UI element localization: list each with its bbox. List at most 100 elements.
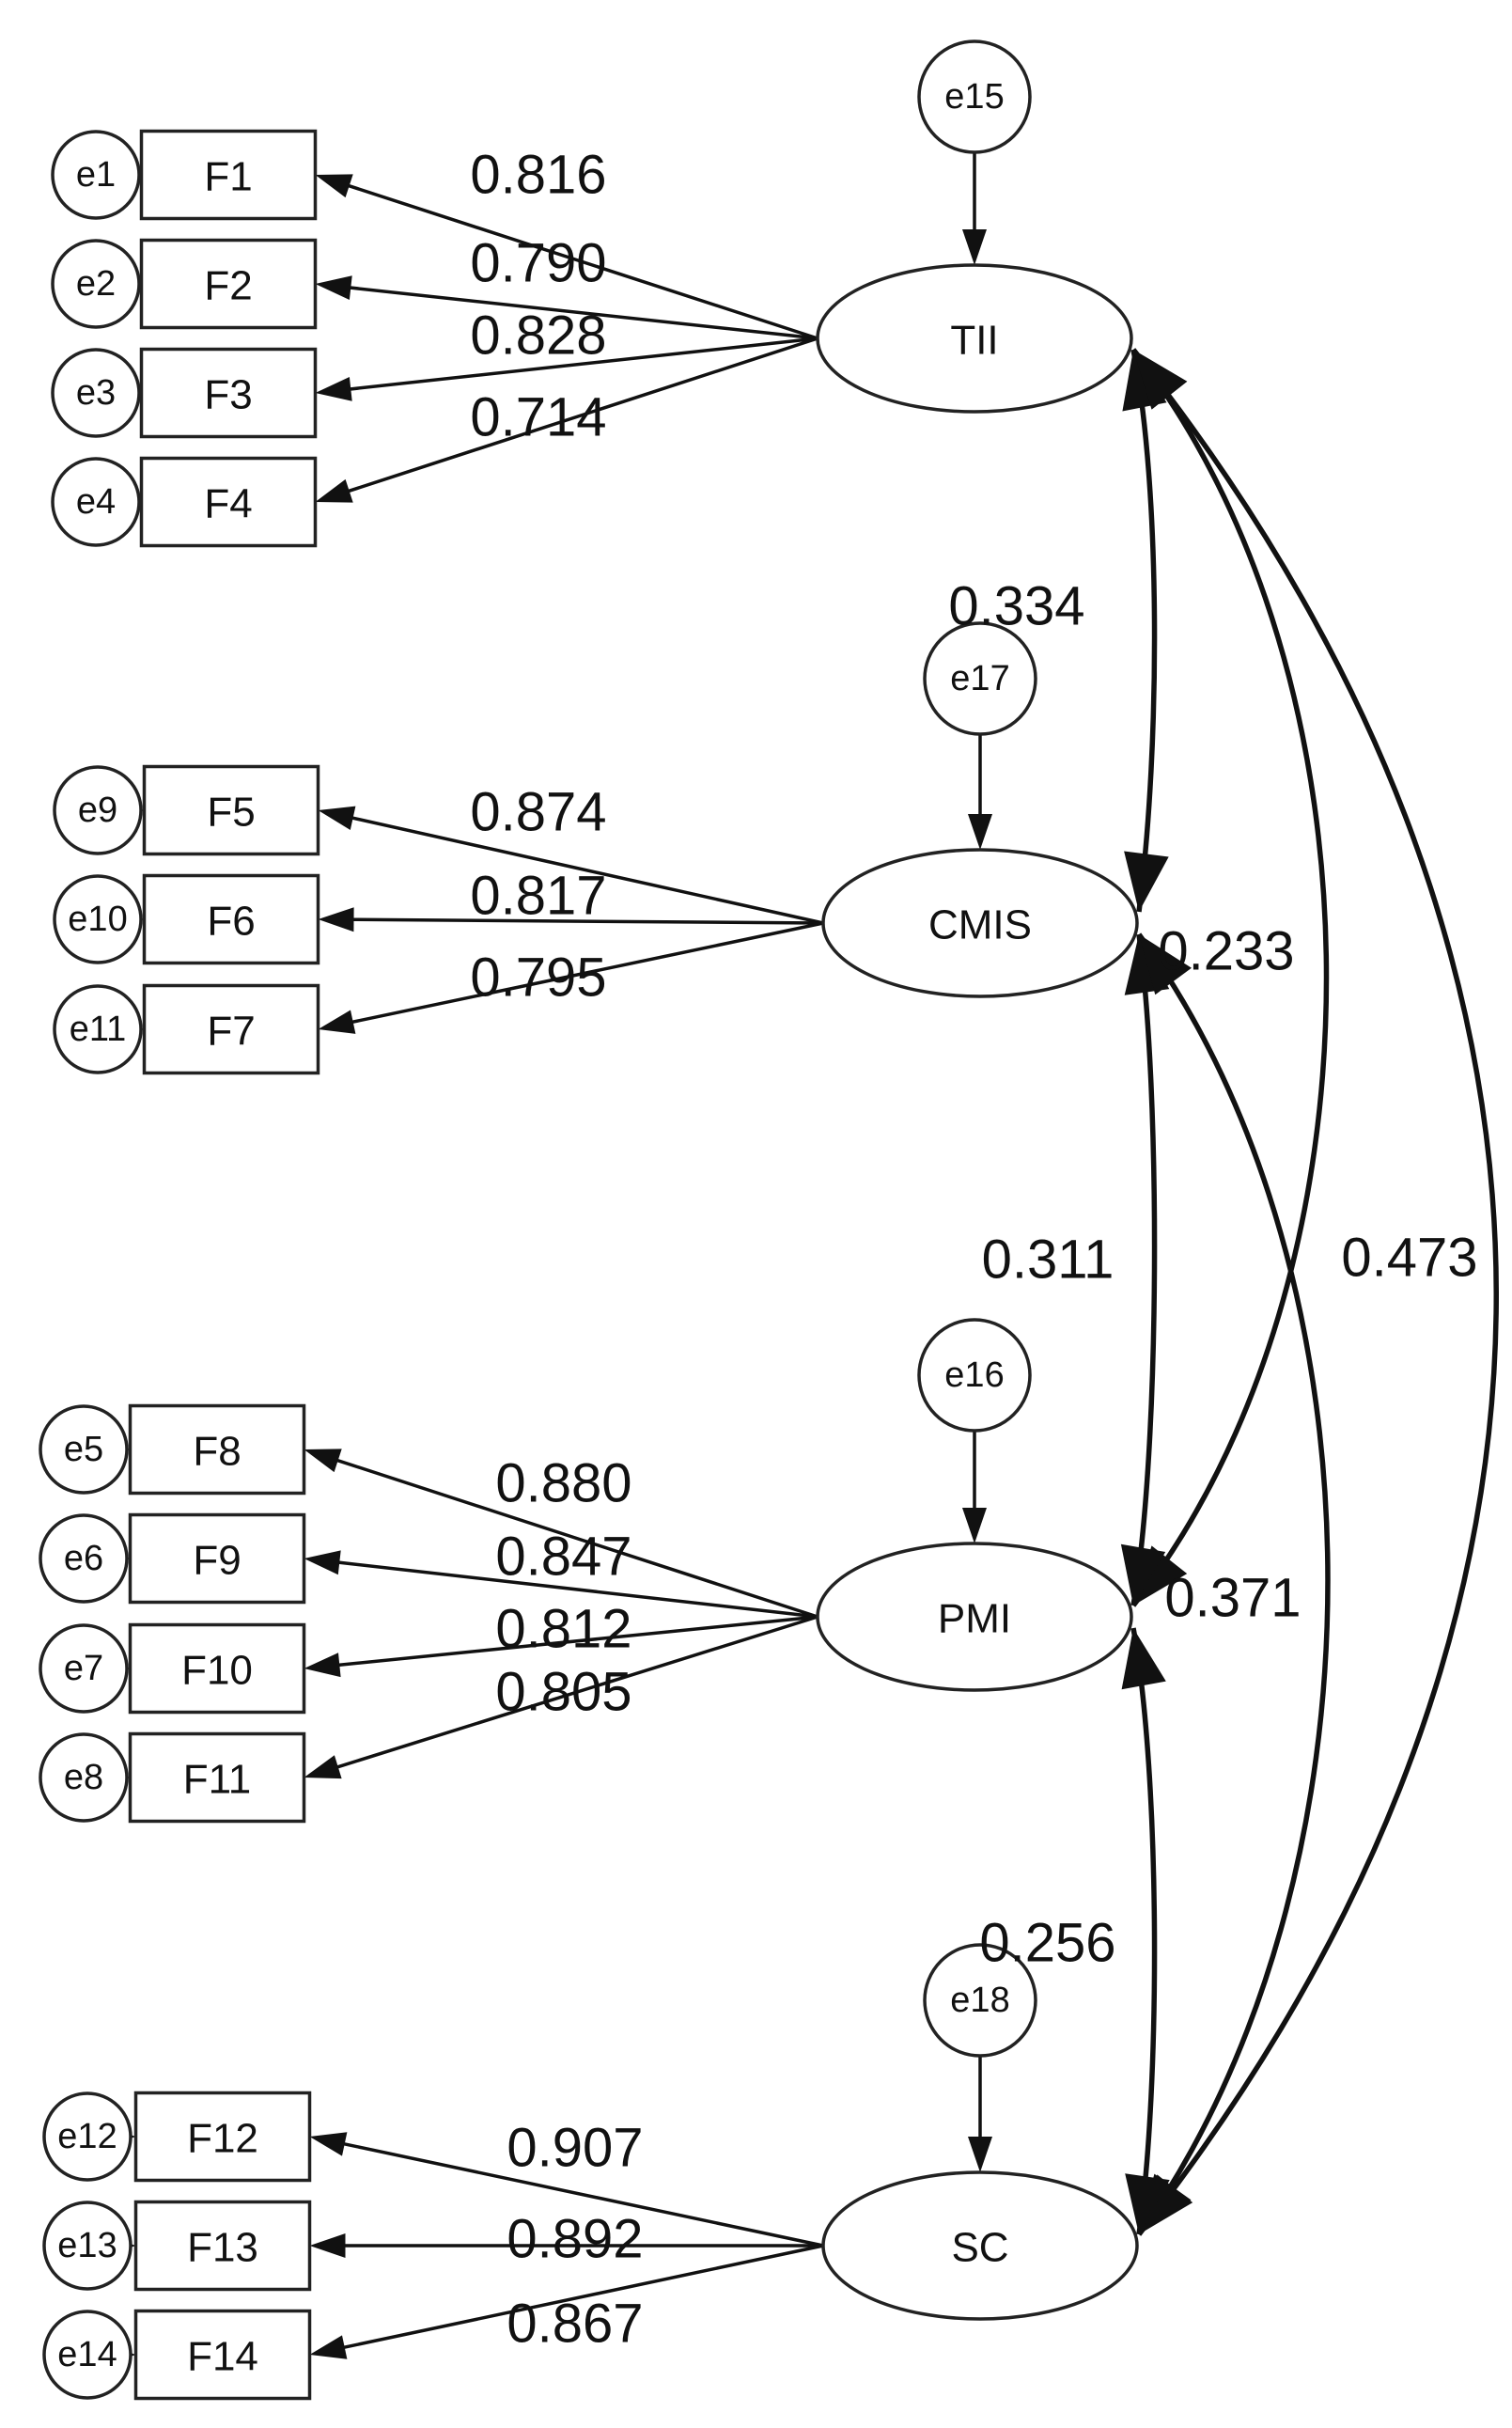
loading-arrow-f2-head bbox=[315, 275, 352, 300]
loading-label-f7: 0.795 bbox=[470, 948, 606, 1009]
correlation-cmis-pmi bbox=[1130, 933, 1158, 1606]
correlation-cmis-pmi-label: 0.311 bbox=[982, 1230, 1115, 1291]
latent-sc bbox=[821, 2170, 1139, 2321]
latent-error-e15 bbox=[917, 39, 1032, 154]
loading-label-f11: 0.805 bbox=[495, 1662, 631, 1723]
loading-arrow-f1 bbox=[341, 181, 818, 340]
loading-arrow-f3-head bbox=[315, 377, 352, 401]
correlation-cmis-sc bbox=[1136, 932, 1331, 2236]
indicator-error-e1 bbox=[51, 130, 141, 220]
correlation-pmi-sc-label: 0.256 bbox=[979, 1913, 1115, 1974]
indicator-error-e12 bbox=[42, 2091, 132, 2182]
loading-label-f9: 0.847 bbox=[495, 1527, 631, 1588]
indicator-label-f4: F4 bbox=[204, 481, 252, 527]
latent-error-label-e16: e16 bbox=[944, 1355, 1004, 1395]
indicator-label-f7: F7 bbox=[207, 1009, 255, 1055]
error-arrow-e15-head bbox=[962, 229, 987, 265]
loading-label-f14: 0.867 bbox=[507, 2294, 643, 2355]
loading-arrow-f12 bbox=[336, 2140, 824, 2248]
correlation-cmis-sc-head-start bbox=[1139, 934, 1192, 995]
indicator-error-label-e4: e4 bbox=[76, 482, 116, 522]
indicator-error-e13 bbox=[42, 2201, 132, 2291]
indicator-f13 bbox=[133, 2200, 312, 2292]
loading-arrow-f8-head bbox=[304, 1449, 342, 1473]
correlation-curves bbox=[1120, 348, 1499, 2236]
error-arrow-e17-head bbox=[968, 814, 992, 850]
indicator-label-f1: F1 bbox=[204, 154, 252, 200]
indicator-label-f14: F14 bbox=[187, 2334, 258, 2380]
loading-arrow-f12-head bbox=[309, 2132, 348, 2156]
loading-arrow-f11 bbox=[330, 1615, 818, 1771]
indicator-error-label-e7: e7 bbox=[64, 1649, 103, 1688]
nodes bbox=[39, 39, 1139, 2401]
indicator-error-e4 bbox=[51, 457, 141, 547]
loading-arrow-f9-head bbox=[304, 1550, 341, 1575]
indicator-f2 bbox=[139, 238, 318, 330]
loading-label-f8: 0.880 bbox=[495, 1453, 631, 1514]
latent-error-e18 bbox=[923, 1943, 1037, 2058]
loading-arrow-f7-head bbox=[318, 1010, 356, 1034]
indicator-error-label-e5: e5 bbox=[64, 1430, 103, 1469]
indicator-f7 bbox=[142, 983, 320, 1075]
loading-arrow-f10 bbox=[332, 1615, 818, 1668]
indicator-error-e3 bbox=[51, 348, 141, 438]
indicator-label-f2: F2 bbox=[204, 263, 252, 309]
loading-label-f1: 0.816 bbox=[470, 145, 606, 206]
correlation-tii-cmis bbox=[1130, 349, 1158, 913]
correlation-cmis-sc-label: 0.371 bbox=[1164, 1568, 1301, 1629]
indicator-error-label-e13: e13 bbox=[57, 2226, 117, 2265]
loading-label-f5: 0.874 bbox=[470, 782, 606, 843]
loading-label-f12: 0.907 bbox=[507, 2118, 643, 2179]
indicator-label-f5: F5 bbox=[207, 790, 255, 836]
indicator-label-f11: F11 bbox=[183, 1757, 252, 1803]
correlation-tii-cmis-label: 0.334 bbox=[948, 576, 1084, 637]
indicator-f5 bbox=[142, 764, 320, 856]
indicator-error-label-e11: e11 bbox=[70, 1010, 127, 1049]
indicator-error-label-e9: e9 bbox=[78, 791, 117, 830]
correlation-pmi-sc-head-start bbox=[1121, 1628, 1166, 1690]
correlation-pmi-sc-head-end bbox=[1125, 2173, 1170, 2234]
indicator-f8 bbox=[128, 1403, 306, 1496]
indicator-error-e11 bbox=[53, 984, 143, 1074]
indicator-error-e7 bbox=[39, 1623, 129, 1714]
loading-arrow-f5 bbox=[345, 814, 824, 925]
error-arrow-e18-head bbox=[968, 2137, 992, 2172]
indicator-error-label-e8: e8 bbox=[64, 1758, 103, 1797]
loading-arrow-f3 bbox=[343, 337, 818, 392]
latent-error-label-e18: e18 bbox=[950, 1981, 1009, 2020]
loading-arrow-f14 bbox=[336, 2244, 824, 2351]
loading-arrow-f4-head bbox=[315, 478, 353, 503]
loading-arrow-f7 bbox=[345, 921, 824, 1026]
indicator-error-label-e14: e14 bbox=[57, 2335, 117, 2374]
loading-label-f2: 0.790 bbox=[470, 233, 606, 294]
error-arrow-e16-head bbox=[962, 1508, 987, 1543]
indicator-f9 bbox=[128, 1512, 306, 1605]
latent-error-label-e15: e15 bbox=[944, 77, 1004, 117]
latent-label-tii: TII bbox=[950, 318, 998, 364]
latent-label-pmi: PMI bbox=[938, 1596, 1011, 1642]
loading-arrow-f1-head bbox=[315, 174, 353, 198]
latent-cmis bbox=[821, 848, 1139, 998]
loading-arrow-f6 bbox=[346, 917, 824, 925]
correlation-tii-sc-label: 0.473 bbox=[1341, 1228, 1477, 1289]
indicator-error-e8 bbox=[39, 1732, 129, 1823]
loading-label-f10: 0.812 bbox=[495, 1599, 631, 1660]
indicator-f3 bbox=[139, 347, 318, 439]
correlation-tii-cmis-head-end bbox=[1124, 851, 1169, 912]
indicator-label-f8: F8 bbox=[193, 1429, 241, 1475]
indicator-label-f3: F3 bbox=[204, 372, 252, 418]
latent-tii bbox=[816, 263, 1133, 414]
correlation-cmis-pmi-head-end bbox=[1120, 1543, 1166, 1606]
indicator-error-label-e10: e10 bbox=[68, 900, 127, 939]
correlation-tii-pmi-head-end bbox=[1133, 1545, 1188, 1606]
indicator-f1 bbox=[139, 129, 318, 221]
latent-label-cmis: CMIS bbox=[928, 902, 1032, 948]
indicator-error-e10 bbox=[53, 874, 143, 964]
correlation-tii-pmi bbox=[1130, 348, 1330, 1607]
indicator-f12 bbox=[133, 2091, 312, 2183]
loading-arrow-f14-head bbox=[309, 2335, 348, 2359]
indicator-label-f10: F10 bbox=[181, 1648, 253, 1694]
indicator-error-e9 bbox=[53, 765, 143, 855]
